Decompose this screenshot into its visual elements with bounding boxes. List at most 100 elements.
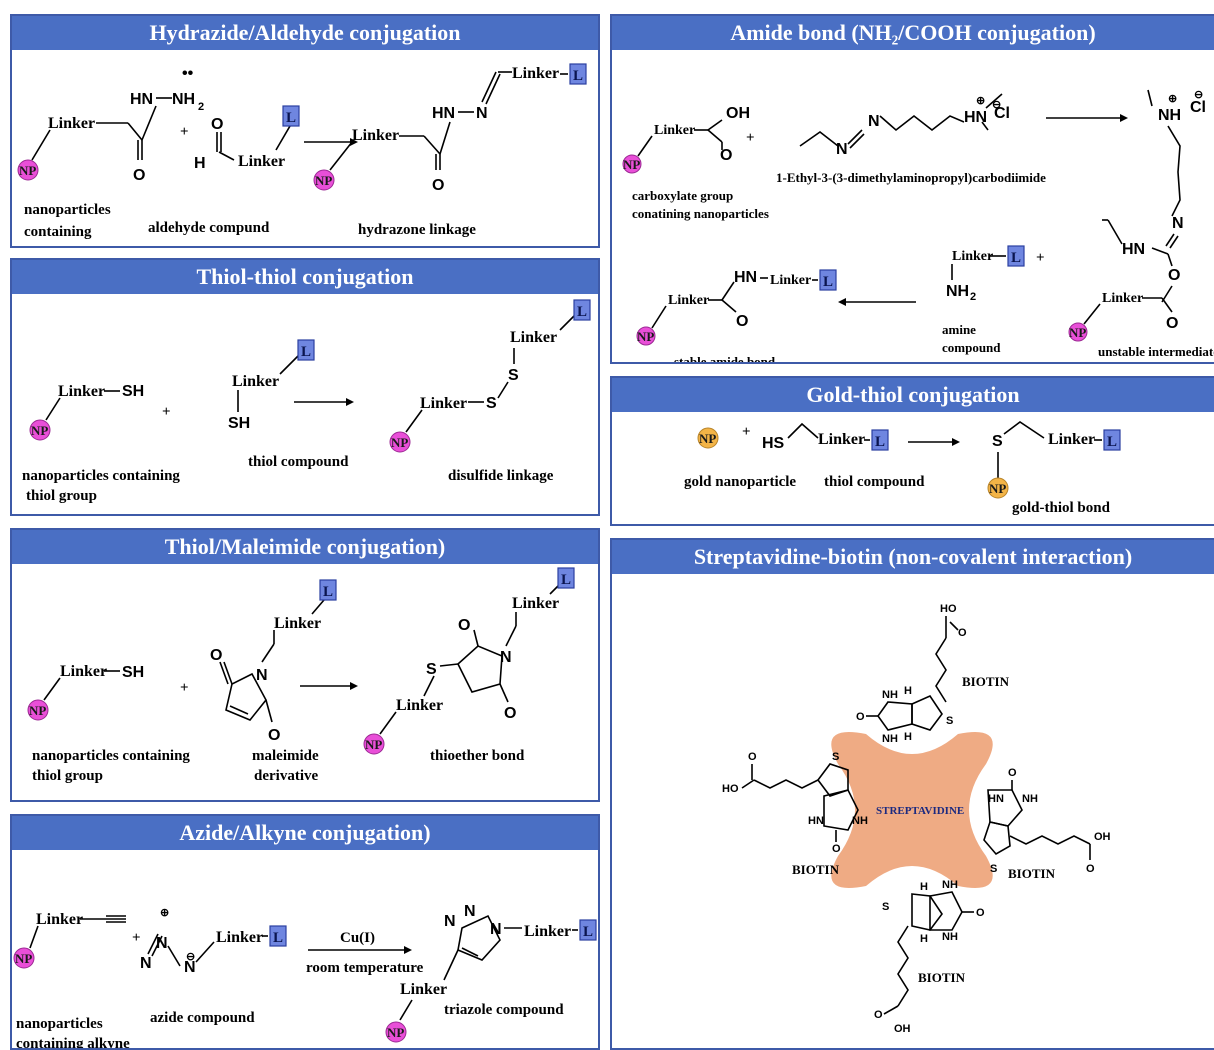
ligand-label: L: [273, 930, 283, 946]
np-label: NP: [391, 435, 408, 450]
linker-label: Linker: [58, 383, 105, 400]
biotin-label: BIOTIN: [962, 674, 1010, 689]
np-label: NP: [387, 1025, 404, 1040]
reaction-condition: Cu(I): [340, 930, 375, 946]
plus-sign: +: [746, 130, 755, 146]
linker-label: Linker: [216, 929, 263, 946]
caption: gold-thiol bond: [1012, 500, 1111, 516]
nanoparticle: [1068, 322, 1088, 342]
caption: thiol group: [26, 488, 97, 504]
linker-label: Linker: [36, 911, 83, 928]
svg-text:⊕: ⊕: [976, 95, 985, 107]
svg-text:N: N: [256, 667, 268, 684]
svg-text:HN: HN: [964, 109, 987, 126]
svg-text:HN: HN: [988, 793, 1004, 805]
streptavidin-biotin-scheme: STREPTAVIDINE O HO S NH NH O H H BIOTIN …: [722, 603, 1111, 1035]
svg-text:O: O: [1168, 267, 1180, 284]
maleimide-scheme: NP Linker SH + N O O Linker L NP Linker …: [27, 567, 575, 784]
caption: containing: [24, 224, 92, 240]
caption: compound: [942, 340, 1001, 355]
ligand-label: L: [577, 304, 587, 320]
svg-text:S: S: [946, 715, 953, 727]
svg-text:H: H: [904, 731, 912, 743]
np-label: NP: [365, 737, 382, 752]
amide-scheme: NP Linker OH O + N N HN ⊕ ⊖ Cl 1-Ethyl-3…: [622, 89, 1214, 362]
np-label: NP: [989, 481, 1006, 496]
caption: nanoparticles containing: [22, 468, 180, 484]
nanoparticle: [363, 733, 385, 755]
linker-label: Linker: [396, 697, 443, 714]
svg-text:Cl: Cl: [994, 105, 1010, 122]
caption: nanoparticles: [24, 202, 111, 218]
linker-label: Linker: [60, 663, 107, 680]
reagent-label: 1-Ethyl-3-(3-dimethylaminopropyl)carbodi…: [776, 170, 1046, 185]
biotin-right: O HN NH S O OH BIOTIN: [983, 767, 1111, 881]
panel-title: Hydrazide/Aldehyde conjugation: [12, 16, 598, 50]
svg-text:O: O: [432, 177, 444, 194]
caption: derivative: [254, 768, 318, 784]
svg-text:NH: NH: [1158, 107, 1181, 124]
svg-text:O: O: [856, 711, 865, 723]
svg-text:S: S: [832, 751, 839, 763]
nanoparticle: [17, 159, 39, 181]
svg-text:NH: NH: [942, 931, 958, 943]
nanoparticle: [29, 419, 51, 441]
nanoparticle: [13, 947, 35, 969]
panel-title: Amide bond (NH₂/COOH conjugation): [612, 16, 1214, 50]
caption: unstable intermediate: [1098, 344, 1214, 359]
plus-sign: +: [180, 124, 189, 140]
svg-text:N: N: [1172, 215, 1184, 232]
caption: thioether bond: [430, 748, 525, 764]
caption: thiol compound: [824, 474, 925, 490]
streptavidin-shape: [831, 732, 993, 888]
linker-label: Linker: [524, 923, 571, 940]
panel-hydrazide-aldehyde: Hydrazide/Aldehyde conjugation NP Linker…: [10, 14, 600, 248]
ligand-box: [871, 429, 889, 451]
svg-text:S: S: [990, 863, 997, 875]
linker-label: Linker: [512, 65, 559, 82]
svg-text:N: N: [868, 113, 880, 130]
linker-label: Linker: [818, 431, 865, 448]
svg-text:HN: HN: [1122, 241, 1145, 258]
nanoparticle: [636, 326, 656, 346]
svg-text:NH: NH: [942, 879, 958, 891]
svg-text:N: N: [836, 141, 848, 158]
biotin-left: HO O S HN NH O BIOTIN: [722, 751, 868, 877]
ligand-box: [1103, 429, 1121, 451]
svg-text:HS: HS: [762, 435, 785, 452]
svg-text:••: ••: [182, 65, 194, 82]
svg-text:O: O: [1008, 767, 1017, 779]
svg-text:O: O: [1086, 863, 1095, 875]
svg-text:NH: NH: [172, 91, 195, 108]
svg-text:SH: SH: [228, 415, 250, 432]
np-label: NP: [29, 703, 46, 718]
plus-sign: +: [1036, 250, 1045, 266]
caption: hydrazone linkage: [358, 222, 476, 238]
svg-text:N: N: [500, 649, 512, 666]
ligand-label: L: [1011, 250, 1021, 266]
panel-gold-thiol: Gold-thiol conjugation NP + HS Linker L …: [610, 376, 1214, 526]
svg-text:N: N: [140, 955, 152, 972]
ligand-label: L: [573, 68, 583, 84]
nanoparticle: [622, 154, 642, 174]
ligand-label: L: [875, 434, 885, 450]
panel-title: Streptavidine-biotin (non-covalent inter…: [612, 540, 1214, 574]
panel-streptavidin-biotin: Streptavidine-biotin (non-covalent inter…: [610, 538, 1214, 1050]
np-label: NP: [1069, 325, 1086, 340]
svg-text:2: 2: [198, 101, 204, 113]
svg-text:NH: NH: [882, 733, 898, 745]
panel-title: Thiol/Maleimide conjugation): [12, 530, 598, 564]
azide-scheme: NP Linker + ⊕ N N N ⊖ Linker L Cu(I) roo…: [13, 903, 597, 1048]
ligand-label: L: [561, 572, 571, 588]
svg-text:O: O: [736, 313, 748, 330]
svg-text:NH: NH: [1022, 793, 1038, 805]
ligand-box: [573, 299, 591, 321]
ligand-box: [569, 63, 587, 85]
svg-text:O: O: [874, 1009, 883, 1021]
nanoparticle: [27, 699, 49, 721]
svg-text:O: O: [211, 116, 223, 133]
nanoparticle: [313, 169, 335, 191]
ligand-box: [579, 919, 597, 941]
panel-thiol-maleimide: Thiol/Maleimide conjugation) NP Linker S…: [10, 528, 600, 802]
svg-text:OH: OH: [726, 105, 750, 122]
